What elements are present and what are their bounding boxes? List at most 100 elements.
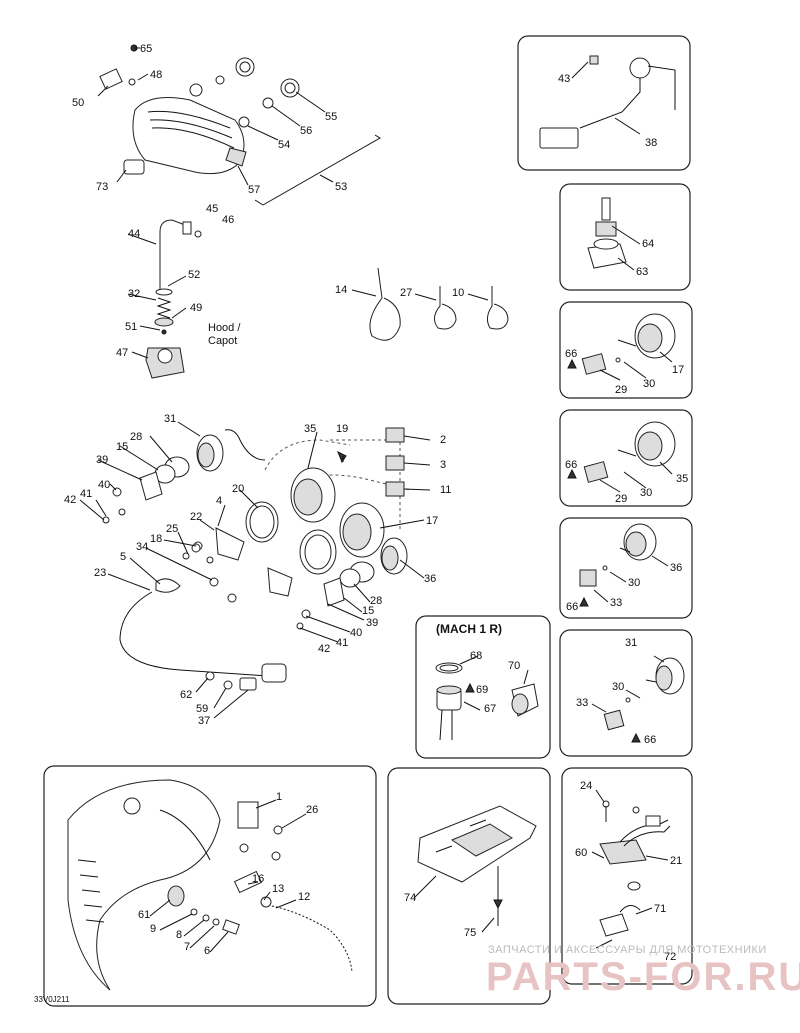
callout-42-a: 42 <box>64 494 76 506</box>
callout-37: 37 <box>198 715 210 727</box>
callout-40-a: 40 <box>98 479 110 491</box>
drawing-code: 33V0J211 <box>34 995 70 1004</box>
watermark-subtitle: ЗАПЧАСТИ И АКСЕССУАРЫ ДЛЯ МОТОТЕХНИКИ <box>488 944 767 956</box>
callout-16: 16 <box>252 873 264 885</box>
callout-68: 68 <box>470 650 482 662</box>
callout-67: 67 <box>484 703 496 715</box>
callout-59: 59 <box>196 703 208 715</box>
gauge-36 <box>579 523 669 607</box>
callout-66-c: 66 <box>566 601 578 613</box>
callout-46: 46 <box>222 214 234 226</box>
callout-52: 52 <box>188 269 200 281</box>
callout-41-a: 41 <box>80 488 92 500</box>
callout-74: 74 <box>404 892 416 904</box>
callout-65: 65 <box>140 43 152 55</box>
callout-47: 47 <box>116 347 128 359</box>
callout-26: 26 <box>306 804 318 816</box>
callout-35-b: 35 <box>304 423 316 435</box>
inset-box-gasket <box>387 767 551 1005</box>
gasket-group <box>413 805 537 933</box>
inset-box-module <box>561 767 693 985</box>
headlight-group <box>97 44 381 206</box>
callout-40-b: 40 <box>350 627 362 639</box>
callout-12: 12 <box>298 891 310 903</box>
callout-25: 25 <box>166 523 178 535</box>
callout-60: 60 <box>575 847 587 859</box>
inset-box-sensor <box>559 183 691 291</box>
callout-35-a: 35 <box>676 473 688 485</box>
gauge-cluster-group <box>79 421 431 719</box>
callout-15-b: 15 <box>362 605 374 617</box>
fairing-group <box>67 779 353 991</box>
callout-51: 51 <box>125 321 137 333</box>
callout-36-b: 36 <box>424 573 436 585</box>
callout-13: 13 <box>272 883 284 895</box>
callout-2: 2 <box>440 434 446 446</box>
callout-31-a: 31 <box>625 637 637 649</box>
callout-30-a: 30 <box>643 378 655 390</box>
callout-23: 23 <box>94 567 106 579</box>
callout-41-b: 41 <box>336 637 348 649</box>
gauge-31 <box>591 655 685 743</box>
module-group <box>591 789 671 949</box>
callout-3: 3 <box>440 459 446 471</box>
callout-66-d: 66 <box>644 734 656 746</box>
callout-55: 55 <box>325 111 337 123</box>
callout-10: 10 <box>452 287 464 299</box>
callout-49: 49 <box>190 302 202 314</box>
callout-32: 32 <box>128 288 140 300</box>
callout-72: 72 <box>664 951 676 963</box>
callout-28-b: 28 <box>370 595 382 607</box>
gauge-35 <box>567 421 676 493</box>
callout-64: 64 <box>642 238 654 250</box>
callout-15-a: 15 <box>116 441 128 453</box>
watermark-logo: PARTS-FOR.RU <box>486 955 800 999</box>
callout-39-a: 39 <box>96 454 108 466</box>
callout-42-b: 42 <box>318 643 330 655</box>
callout-70: 70 <box>508 660 520 672</box>
callout-61: 61 <box>138 909 150 921</box>
callout-29-b: 29 <box>615 493 627 505</box>
hood-label-line2: Capot <box>208 335 237 347</box>
callout-75: 75 <box>464 927 476 939</box>
callout-36-a: 36 <box>670 562 682 574</box>
callout-33-a: 33 <box>610 597 622 609</box>
inset-box-gauge-17 <box>559 301 693 399</box>
callout-5: 5 <box>120 551 126 563</box>
callout-56: 56 <box>300 125 312 137</box>
callout-31-b: 31 <box>164 413 176 425</box>
inset-box-fuel-sender <box>517 35 691 171</box>
callout-71: 71 <box>654 903 666 915</box>
callout-28-a: 28 <box>130 431 142 443</box>
inset-box-mach1r <box>415 615 551 759</box>
callout-39-b: 39 <box>366 617 378 629</box>
callout-27: 27 <box>400 287 412 299</box>
callout-24: 24 <box>580 780 592 792</box>
callout-8: 8 <box>176 929 182 941</box>
hood-label-line1: Hood / <box>208 322 241 334</box>
sensor <box>587 197 641 271</box>
inset-box-gauge-35 <box>559 409 693 507</box>
callout-19: 19 <box>336 423 348 435</box>
cable-ties-group <box>351 267 509 341</box>
callout-54: 54 <box>278 139 290 151</box>
callout-38: 38 <box>645 137 657 149</box>
callout-66-a: 66 <box>565 348 577 360</box>
callout-11: 11 <box>440 484 451 496</box>
callout-21: 21 <box>670 855 682 867</box>
callout-45: 45 <box>206 203 218 215</box>
callout-73: 73 <box>96 181 108 193</box>
inset-box-gauge-36 <box>559 517 693 619</box>
callout-48: 48 <box>150 69 162 81</box>
callout-29-a: 29 <box>615 384 627 396</box>
callout-30-d: 30 <box>612 681 624 693</box>
callout-9: 9 <box>150 923 156 935</box>
callout-43: 43 <box>558 73 570 85</box>
mach1r-parts <box>435 655 539 741</box>
callout-62: 62 <box>180 689 192 701</box>
callout-34: 34 <box>136 541 148 553</box>
callout-50: 50 <box>72 97 84 109</box>
callout-30-b: 30 <box>640 487 652 499</box>
mach1r-title: (MACH 1 R) <box>436 622 502 636</box>
callout-66-b: 66 <box>565 459 577 471</box>
